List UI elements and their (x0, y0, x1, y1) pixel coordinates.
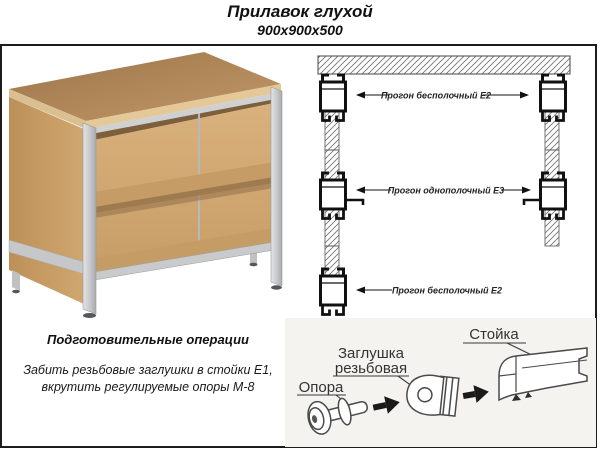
counter-3d-render (8, 52, 283, 318)
label-purlin-top: Прогон бесполочный Е2 (381, 91, 491, 101)
label-plug-line1: Заглушка (338, 345, 405, 362)
front-left-post (82, 122, 97, 315)
arrow-right-icon (372, 396, 400, 414)
label-plug-line2: резьбовая (335, 360, 407, 377)
title-block: Прилавок глухой 900х900х500 (0, 2, 600, 39)
counter-top-surface (9, 52, 281, 121)
prep-heading: Подготовительные операции (47, 332, 249, 347)
under-top-rail (86, 92, 281, 135)
profile-e3-right-flange (522, 198, 541, 205)
callout-arrows (356, 91, 531, 294)
prep-line-1: Забить резьбовые заглушки в стойки Е1, (23, 363, 273, 377)
middle-shelf-edge (94, 177, 274, 213)
page-title: Прилавок глухой (227, 2, 373, 21)
hatched-top-panel (317, 55, 571, 75)
profile-e2-bottom-left (319, 267, 347, 316)
label-purlin-middle: Прогон однополочный Е3 (388, 186, 504, 196)
assembly-illustration: Стойка Заглушка резьбовая Опора (285, 318, 596, 447)
leveling-feet (12, 262, 282, 318)
left-back-leg (12, 270, 20, 291)
middle-shelf-shadow (94, 183, 274, 218)
front-right-post (270, 86, 283, 287)
middle-shelf-top (94, 162, 274, 207)
post-profile-icon (498, 347, 588, 402)
threaded-plug-icon (406, 374, 460, 417)
bottom-shelf-top (94, 228, 274, 272)
left-side-panel (9, 97, 84, 304)
label-post: Стойка (469, 326, 519, 343)
label-purlin-bottom: Прогон бесполочный Е2 (392, 286, 502, 296)
counter-top-front-edge (86, 84, 281, 129)
label-support: Опора (299, 379, 344, 396)
prep-operations-block: Подготовительные операции Забить резьбов… (10, 332, 286, 396)
prep-line-2: вкрутить регулируемые опоры М-8 (41, 379, 255, 394)
profile-e3-left-flange (346, 198, 365, 205)
arrow-right-icon-2 (462, 385, 489, 403)
support-foot-icon (307, 397, 368, 435)
counter-interior (93, 96, 275, 281)
frame-cross-section-diagram: Прогон бесполочный Е2 Прогон однополочны… (317, 55, 571, 316)
counter-top-left-edge (9, 89, 86, 129)
content-frame: Прогон бесполочный Е2 Прогон однополочны… (0, 44, 597, 448)
page-dimensions: 900х900х500 (257, 22, 343, 39)
